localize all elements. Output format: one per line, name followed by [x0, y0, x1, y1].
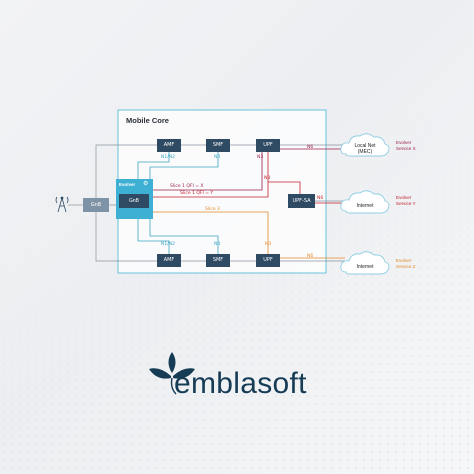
leaf-logo-icon [149, 352, 195, 379]
smf-top-node[interactable]: SMF [206, 139, 230, 152]
label-slice-x: Slice 1 QFI = X [170, 184, 204, 189]
gnb-inner-node[interactable]: GnB [119, 194, 149, 208]
label-n6-bottom: N6 [307, 254, 314, 259]
brand-wordmark: emblasoft [174, 367, 307, 400]
service-y-label: Evolver Service Y [396, 195, 416, 207]
cloud-internet-mid-label: Internet [356, 203, 374, 209]
label-n3-mid: N3 [264, 176, 271, 181]
teal-n1n2-top [137, 152, 170, 179]
gnb-external-node[interactable]: GnB [83, 198, 109, 212]
service-y-line2: Service Y [396, 201, 416, 207]
amf-top-node[interactable]: AMF [157, 139, 181, 152]
upf-bottom-node[interactable]: UPF [256, 254, 280, 267]
slice-y-to-upfsa [268, 181, 301, 194]
service-x-label: Evolver Service X [396, 140, 416, 152]
teal-n4-top [149, 152, 219, 179]
label-n3-bottom: N3 [265, 242, 272, 247]
local-net-line2: (MEC) [357, 149, 373, 156]
cloud-local-net-label: Local Net (MEC) [345, 143, 385, 156]
label-n4-top: N4 [214, 155, 221, 160]
slice-y-line [153, 152, 269, 198]
teal-n1n2-bottom [137, 219, 170, 254]
label-n1n2-bottom: N1/N2 [161, 242, 175, 247]
teal-n4-bottom [149, 219, 219, 254]
service-x-line1: Evolver [396, 140, 412, 145]
upf-sa-node[interactable]: UPF-SA [288, 194, 315, 208]
mobile-core-title: Mobile Core [126, 116, 169, 125]
evolver-settings-icon: ⚙ [143, 181, 149, 187]
label-n6-top: N6 [307, 145, 314, 150]
smf-bottom-node[interactable]: SMF [206, 254, 230, 267]
slice-z-line [153, 211, 269, 254]
label-n1n2-top: N1/N2 [161, 155, 175, 160]
cloud-local-net-icon [340, 133, 390, 157]
service-y-line1: Evolver [396, 195, 412, 200]
line-gnb-bottom [95, 205, 157, 262]
service-z-label: Evolver Service Z [396, 258, 415, 270]
amf-bottom-node[interactable]: AMF [157, 254, 181, 267]
logo-stem [170, 377, 177, 395]
cloud-internet-mid-icon [340, 190, 390, 214]
label-slice-z: Slice 3 [205, 207, 220, 212]
service-x-line2: Service X [396, 146, 416, 152]
label-n3-upper: N3 [257, 155, 264, 160]
label-slice-y: Slice 1 QFI = Y [180, 191, 214, 196]
service-z-line1: Evolver [396, 258, 412, 263]
upf-top-node[interactable]: UPF [256, 139, 280, 152]
local-net-line1: Local Net [354, 143, 376, 149]
label-n6-mid: N6 [317, 196, 324, 201]
cloud-internet-bottom-icon [340, 251, 390, 275]
evolver-label: Evolver [119, 182, 136, 187]
cloud-internet-bottom-label: Internet [356, 264, 374, 270]
label-n4-bottom: N4 [214, 242, 221, 247]
antenna-tower-icon [55, 196, 69, 213]
service-z-line2: Service Z [396, 264, 416, 270]
slice-x-line [153, 152, 263, 191]
